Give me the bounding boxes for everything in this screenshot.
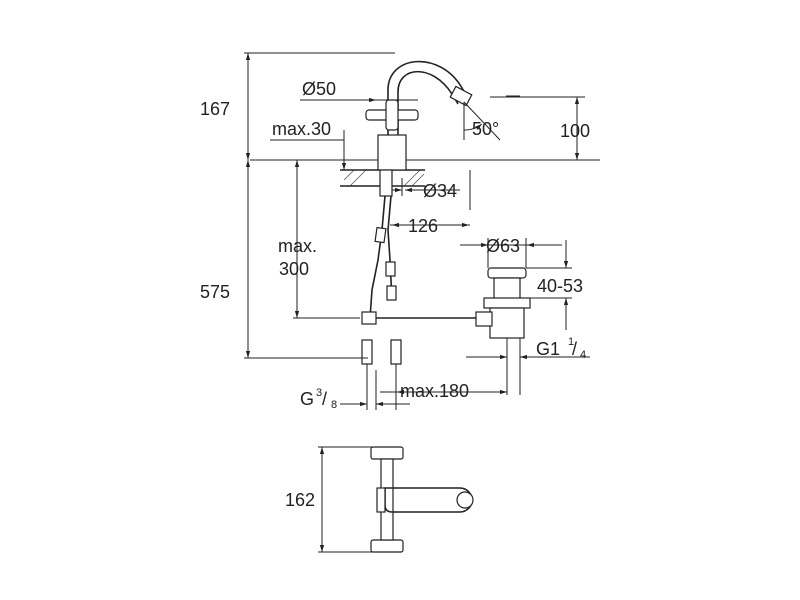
drain-rod-connector — [475, 311, 493, 327]
faucet-body — [377, 134, 407, 171]
dim-thread-g38: G 3 / 8 — [300, 370, 410, 411]
spout-outlet — [449, 85, 473, 107]
dim-300-label: 300 — [279, 259, 309, 279]
drain-cap — [487, 267, 527, 279]
dim-100: 100 — [490, 96, 590, 160]
plan-hub — [376, 487, 386, 513]
dim-40-53: 40-53 — [526, 240, 583, 330]
supply-hose-left — [369, 195, 386, 319]
dim-167: 167 — [200, 52, 395, 160]
dim-max-label: max. — [278, 236, 317, 256]
dim-g38-numerator: 3 — [316, 387, 322, 399]
dim-diameter-50: Ø50 — [300, 79, 418, 103]
angle-valve-right — [390, 339, 402, 365]
drain-body — [493, 277, 521, 301]
dim-575: 575 — [200, 160, 368, 359]
plan-handle-bottom — [370, 539, 404, 553]
dim-max-30: max.30 — [270, 119, 347, 170]
dim-thread-g1: G1 1 / 4 — [466, 336, 590, 361]
spout-outer — [387, 60, 469, 150]
dim-126-label: 126 — [408, 216, 438, 236]
dim-angle-50: 50° — [463, 95, 520, 141]
dim-40-53-label: 40-53 — [537, 276, 583, 296]
popup-clip — [361, 311, 377, 325]
dim-g38-label: G — [300, 389, 314, 409]
hose-nut — [386, 285, 397, 301]
plan-handle-top — [370, 446, 404, 460]
drain-flange — [483, 297, 531, 309]
faucet-elevation — [250, 60, 600, 410]
dim-diameter-50-label: Ø50 — [302, 79, 336, 99]
plan-spout-outlet — [456, 491, 474, 509]
dim-162-label: 162 — [285, 490, 315, 510]
dim-diameter-63-label: Ø63 — [486, 236, 520, 256]
dim-126: 126 — [390, 216, 470, 236]
dim-diameter-34-label: Ø34 — [423, 181, 457, 201]
dim-g38-denominator: 8 — [331, 399, 337, 411]
hose-nut — [374, 226, 387, 244]
dim-g1-denominator: 4 — [580, 349, 586, 361]
spout-inner — [397, 70, 459, 150]
mounting-shank — [379, 169, 393, 197]
dim-g1-label: G1 — [536, 339, 560, 359]
dim-angle-50-label: 50° — [472, 119, 499, 139]
dim-max-180-label: max.180 — [400, 381, 469, 401]
dim-167-label: 167 — [200, 99, 230, 119]
faucet-plan-view: 162 — [285, 446, 474, 553]
dim-100-label: 100 — [560, 121, 590, 141]
dim-g1-slash: / — [572, 339, 577, 359]
dim-575-label: 575 — [200, 282, 230, 302]
drain-assembly — [475, 267, 531, 395]
dim-max-300: max. 300 — [278, 160, 360, 319]
dim-diameter-34: Ø34 — [392, 170, 471, 210]
dim-max-30-label: max.30 — [272, 119, 331, 139]
supply-hose-right — [387, 195, 393, 301]
dim-diameter-63: Ø63 — [460, 236, 562, 268]
dim-max-180: max.180 — [380, 381, 507, 401]
plan-spout — [384, 487, 473, 513]
handle-hub — [385, 99, 399, 131]
drain-tail — [489, 307, 525, 339]
dim-g38-slash: / — [322, 389, 327, 409]
hose-nut — [385, 261, 396, 277]
angle-valve-left — [361, 339, 373, 365]
dim-g1-numerator: 1 — [568, 336, 574, 348]
